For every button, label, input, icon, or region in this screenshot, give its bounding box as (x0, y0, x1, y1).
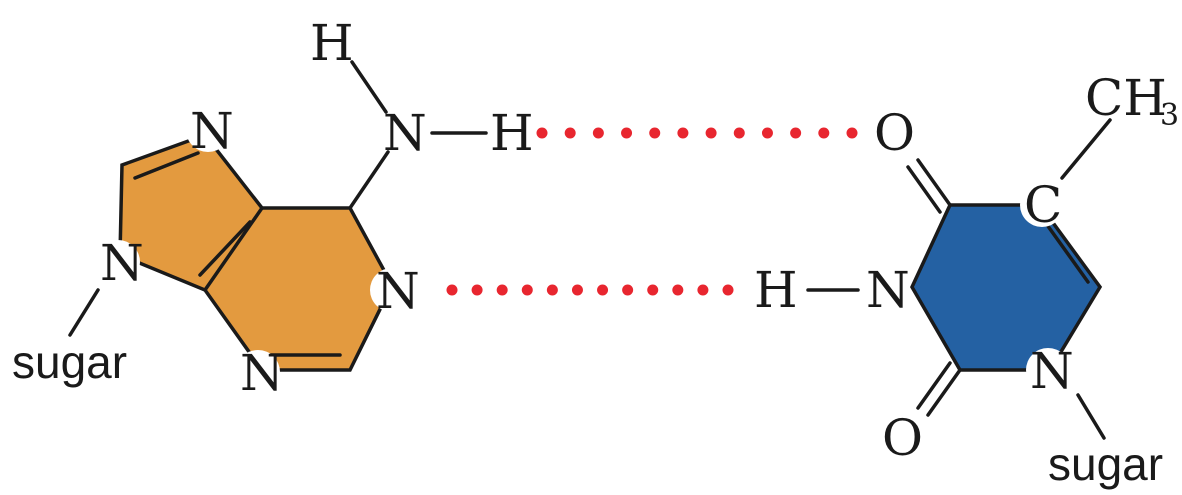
purine-ring-outline (118, 133, 394, 372)
atom-halos (96, 108, 1070, 394)
hydrogen-bond-dot (536, 127, 548, 139)
hydrogen-bond-dot (722, 284, 734, 296)
purine-double-bond-1 (133, 151, 200, 180)
methyl-bond (1060, 118, 1112, 180)
hydrogen-bond-dot (790, 127, 802, 139)
halo-ring-n-right (370, 268, 414, 312)
atom-carbonyl-o-top: O (874, 104, 915, 162)
purine-labels: H N H N N N N sugar (12, 14, 534, 402)
hydrogen-bond-dot (705, 127, 717, 139)
atom-imide-n: N (866, 261, 910, 319)
atom-ring-n-left: N (100, 234, 144, 292)
hydrogen-bond-dot (672, 284, 684, 296)
carbonyl-bottom-bond-b (916, 361, 952, 410)
hydrogen-bond-dot (571, 284, 583, 296)
carbonyl-bottom-bond-a (926, 368, 962, 417)
atom-amine-h-top: H (310, 14, 354, 72)
atom-imide-h: H (754, 261, 798, 319)
purine-sugar-label: sugar (12, 336, 127, 388)
halo-imide-n (866, 268, 910, 312)
atom-carbonyl-o-bottom: O (882, 409, 923, 467)
hydrogen-bond-dot (818, 127, 830, 139)
hydrogen-bond-dot (647, 284, 659, 296)
hydrogen-bond-dot (597, 284, 609, 296)
pyrimidine-labels: O CH 3 C H N N O sugar (754, 69, 1179, 490)
pyrimidine-molecule (806, 118, 1112, 440)
hydrogen-bond-dot (564, 127, 576, 139)
pyrimidine-sugar-label: sugar (1048, 438, 1163, 490)
halo-ring-n-bottom (236, 350, 280, 394)
hydrogen-bond-dot (622, 284, 634, 296)
hydrogen-bond-dot (592, 127, 604, 139)
hydrogen-bond-dot (446, 284, 458, 296)
purine-double-bond-2 (198, 220, 252, 277)
hydrogen-bond-dot (697, 284, 709, 296)
purine-fused-bond (203, 206, 264, 292)
atom-methyl-subscript: 3 (1160, 98, 1179, 133)
hydrogen-bond-dot (677, 127, 689, 139)
purine-ring-fill (120, 135, 392, 370)
purine-molecule (68, 60, 488, 372)
carbonyl-top-bond-b (906, 165, 942, 214)
carbonyl-top-bond-a (916, 158, 952, 207)
hydrogen-bond-dot (649, 127, 661, 139)
atom-amine-h-right: H (490, 104, 534, 162)
hydrogen-bond-dot (621, 127, 633, 139)
hydrogen-bond-dot (733, 127, 745, 139)
c-n-amine-bond (348, 150, 390, 210)
atom-ring-n-top: N (190, 102, 234, 160)
hydrogen-bond-dot (496, 284, 508, 296)
atom-methyl: CH (1085, 69, 1167, 127)
hydrogen-bond-dot (521, 284, 533, 296)
atom-amine-n: N (383, 104, 427, 162)
halo-ring-n-bottom-right (1026, 348, 1070, 392)
hydrogen-bonds (446, 127, 858, 296)
purine-sugar-bond (68, 288, 100, 337)
pyrimidine-sugar-bond (1076, 393, 1106, 440)
atom-ring-n-bottom: N (240, 344, 284, 402)
hydrogen-bond-dot (761, 127, 773, 139)
atom-ring-n-right: N (376, 262, 420, 320)
halo-ring-c (1020, 183, 1064, 227)
hydrogen-bond-dot (846, 127, 858, 139)
hydrogen-bond-dot (546, 284, 558, 296)
halo-ring-n-left (96, 240, 140, 284)
atom-ring-n-bottom-right: N (1030, 342, 1074, 400)
halo-ring-n-top (186, 108, 230, 152)
hydrogen-bond-dot (471, 284, 483, 296)
n-h-top-bond (350, 60, 388, 114)
atom-ring-c: C (1024, 176, 1062, 234)
pyrimidine-double-bond (1043, 220, 1090, 284)
pyrimidine-ring-fill (912, 205, 1100, 370)
